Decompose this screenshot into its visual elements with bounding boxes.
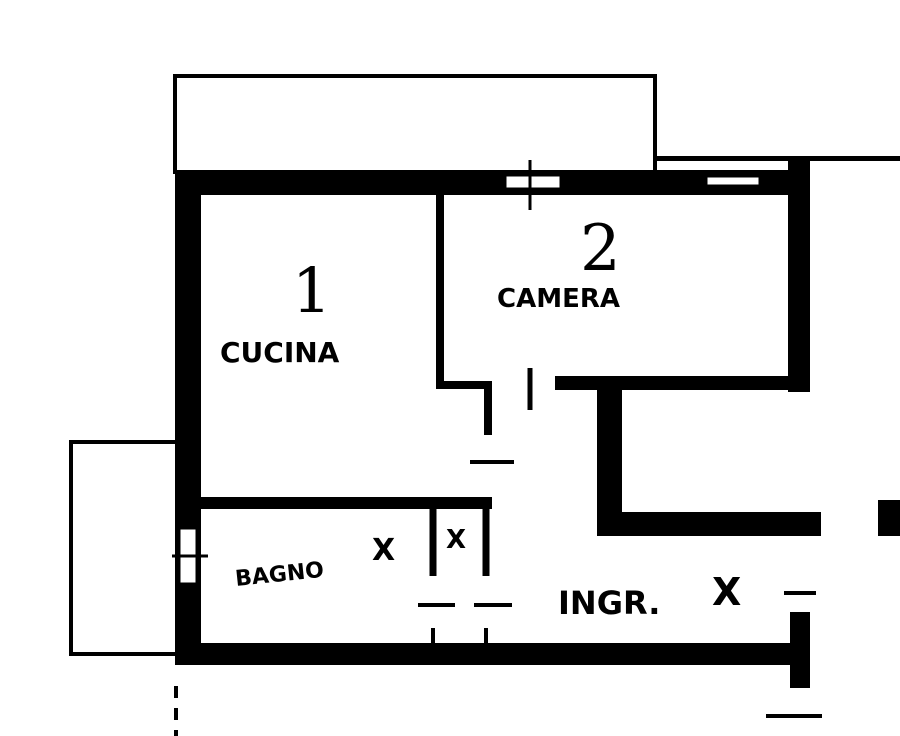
ingresso-mark: X [712,570,741,614]
balcony-left [69,440,179,656]
window-ticks [172,160,532,558]
room-name-ingresso: INGR. [558,584,660,622]
exterior-walls [175,156,900,688]
door-markers [174,460,822,736]
room-number-cucina: 1 [292,254,331,327]
closet-mark: X [446,525,466,555]
room-name-camera: CAMERA [497,284,620,314]
interior-walls [200,195,800,576]
room-name-cucina: CUCINA [220,336,340,369]
room-number-camera: 2 [580,212,621,286]
room-name-bagno: BAGNO [234,558,325,592]
bagno-mark: X [372,533,395,568]
windows [177,173,762,586]
stair-block [597,390,821,536]
balcony-top [173,74,657,174]
